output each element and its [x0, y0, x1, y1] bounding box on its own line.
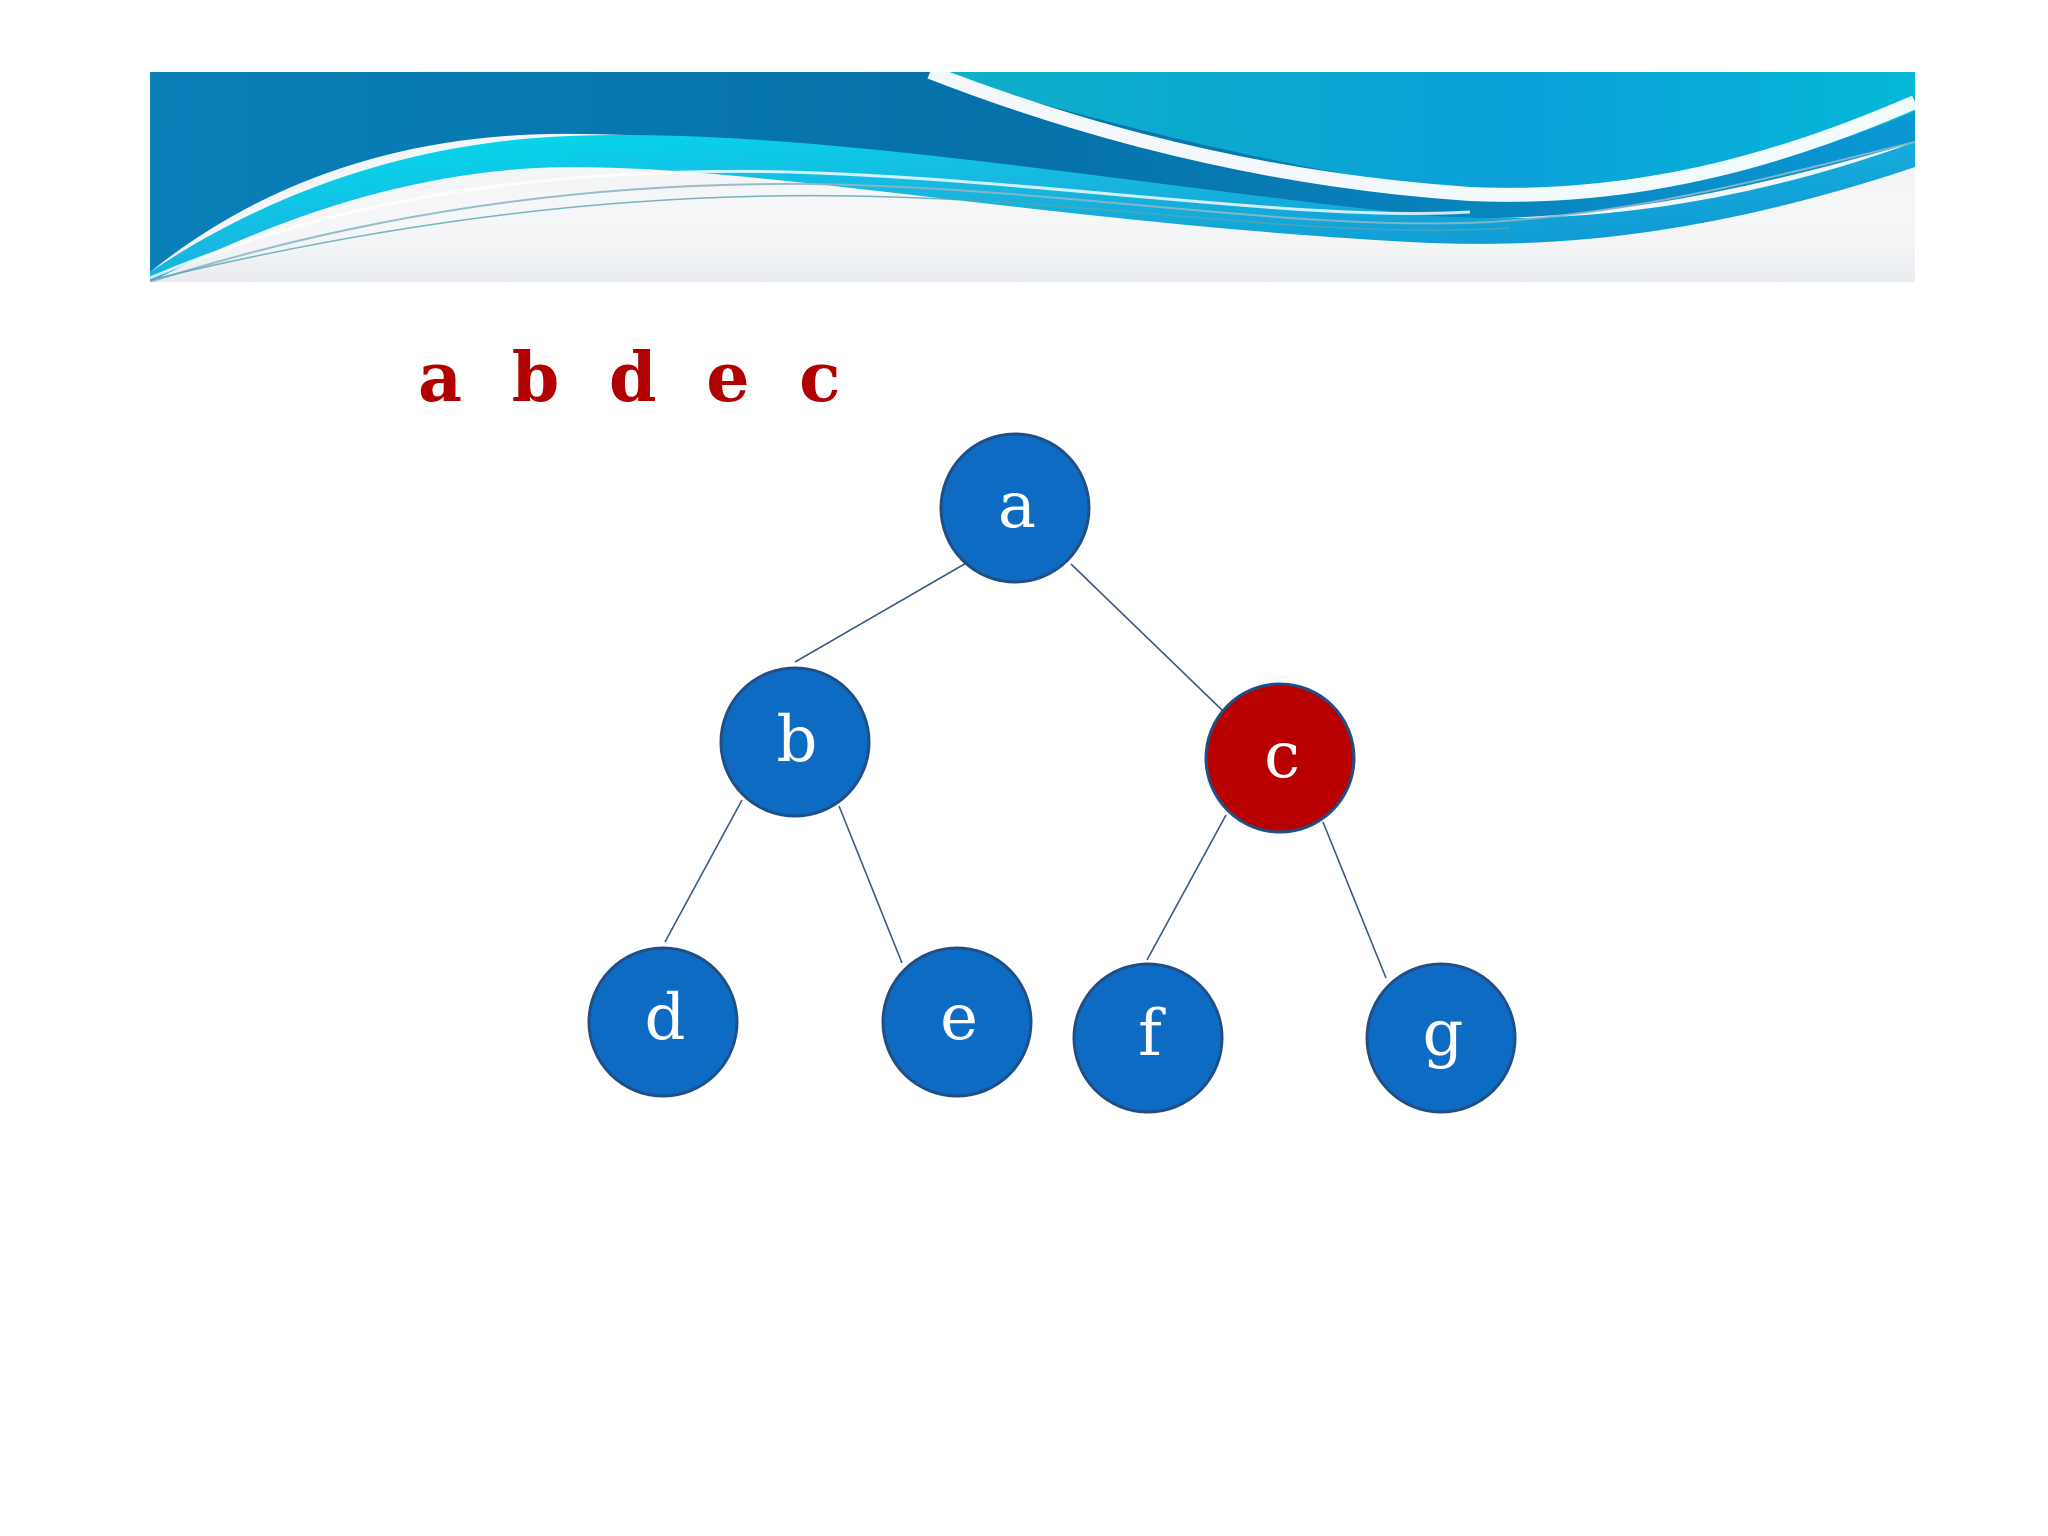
edge-b-e	[838, 805, 903, 964]
node-circle-b	[719, 666, 871, 818]
tree-edges	[664, 561, 1387, 979]
edge-c-f	[1146, 814, 1227, 961]
node-circle-g	[1365, 962, 1517, 1114]
tree-node-c: c	[1204, 682, 1356, 834]
tree-node-e: e	[881, 946, 1033, 1098]
sequence-item-c: c	[799, 338, 843, 418]
edge-a-b	[794, 561, 969, 663]
tree-node-g: g	[1365, 962, 1517, 1114]
header-banner	[150, 72, 1915, 282]
node-circle-e	[881, 946, 1033, 1098]
node-label-e: e	[940, 981, 978, 1055]
edge-b-d	[664, 799, 743, 943]
tree-node-a: a	[939, 432, 1091, 584]
node-label-f: f	[1138, 997, 1166, 1071]
node-circle-a	[939, 432, 1091, 584]
traversal-sequence: a b d e c	[418, 338, 865, 418]
sequence-item-b: b	[511, 338, 562, 418]
node-label-c: c	[1264, 719, 1300, 793]
node-label-g: g	[1423, 997, 1464, 1071]
node-circle-f	[1072, 962, 1224, 1114]
node-circle-c	[1204, 682, 1356, 834]
node-label-a: a	[998, 469, 1036, 543]
tree-node-f: f	[1072, 962, 1224, 1114]
node-label-d: d	[645, 981, 686, 1055]
sequence-item-d: d	[608, 338, 659, 418]
node-circle-d	[587, 946, 739, 1098]
edge-a-c	[1070, 563, 1223, 711]
edge-c-g	[1322, 821, 1387, 979]
tree-node-b: b	[719, 666, 871, 818]
sequence-item-a: a	[418, 338, 465, 418]
node-label-b: b	[777, 703, 818, 777]
sequence-item-e: e	[706, 338, 752, 418]
tree-node-d: d	[587, 946, 739, 1098]
